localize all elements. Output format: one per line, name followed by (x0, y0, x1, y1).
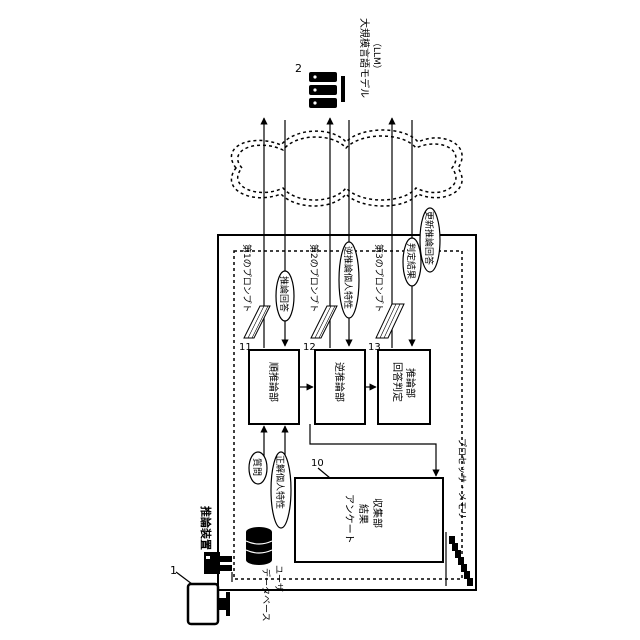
svg-text:判定結果: 判定結果 (405, 243, 417, 279)
llm-server-icon (309, 72, 345, 108)
prompt3-label: 第3のプロンプト (373, 244, 385, 312)
prompt2-label: 第2のプロンプト (308, 244, 320, 312)
llm-name-label: 大規模言語モデル (358, 18, 371, 98)
prompt1-label: 第1のプロンプト (241, 244, 253, 312)
survey-collection-label-3: 収集部 (371, 498, 384, 528)
unit-number-10: 10 (311, 458, 324, 469)
answer-judgement-unit (378, 350, 430, 424)
unit-number-11: 11 (239, 342, 252, 353)
device-terminal-icon (204, 552, 232, 574)
updated-answer-bubble: 更新推論回答 (420, 208, 440, 272)
svg-text:逆推論個人特性: 逆推論個人特性 (342, 246, 354, 309)
llm-abbr-label: （LLM） (371, 38, 382, 74)
llm-number: 2 (295, 62, 302, 75)
unit-number-12: 12 (303, 342, 316, 353)
judgement-result-bubble: 判定結果 (403, 238, 421, 286)
processor-memory-label: プロセッサ・メモリ (456, 438, 467, 519)
user-database-icon (246, 527, 272, 565)
question-bubble: 質問 (249, 452, 267, 484)
reverse-attr-bubble: 逆推論個人特性 (339, 242, 359, 318)
survey-data-stack-icon (446, 532, 473, 586)
survey-collection-label-1: アンケート (343, 494, 355, 544)
correct-attribute-bubble: 正解個人特性 (271, 452, 291, 528)
survey-collection-label-2: 結果 (357, 504, 370, 524)
forward-inference-label: 順推論部 (267, 362, 280, 402)
svg-text:正解個人特性: 正解個人特性 (274, 455, 286, 509)
svg-text:更新推論回答: 更新推論回答 (423, 211, 435, 265)
survey-collection-unit (295, 478, 443, 562)
answer-judgement-label-1: 回答判定 (391, 362, 404, 402)
user-number: 1 (170, 564, 177, 577)
svg-text:質問: 質問 (251, 458, 263, 476)
unit-number-13: 13 (368, 342, 381, 353)
network-cloud (231, 130, 462, 206)
inference-answer-bubble: 推論回答 (276, 271, 294, 321)
answer-judgement-label-2: 推論部 (404, 368, 417, 398)
svg-text:推論回答: 推論回答 (278, 276, 290, 312)
user-db-label-1: ユーザ (273, 565, 284, 592)
user-db-label-2: データベース (260, 568, 272, 622)
reverse-inference-label: 逆推論部 (333, 362, 346, 402)
device-label: 推論装置 (199, 506, 213, 550)
